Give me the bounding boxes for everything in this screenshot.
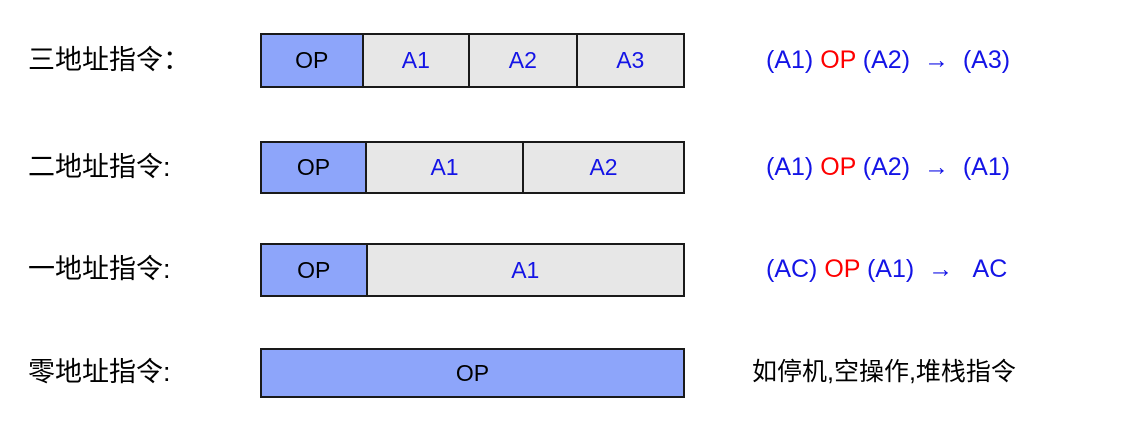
expr-destination-2: (A1) [948, 153, 1011, 181]
expr-opcode-1: OP [820, 46, 856, 74]
address-field-r1-c4: A3 [577, 35, 683, 86]
expression-2: (A1) OP (A2) → (A1) [766, 155, 1010, 180]
expr-operand-1-1: (A1) [766, 46, 821, 74]
instruction-row-4: 零地址指令: OP 如停机,空操作,堆栈指令 [0, 348, 1122, 398]
expr-opcode-2: OP [820, 153, 856, 181]
expression-1: (A1) OP (A2) → (A3) [766, 48, 1010, 73]
expr-operand-2-2: (A2) [855, 153, 924, 181]
expr-operand-1-3: (AC) [766, 255, 825, 283]
opcode-field-r3-c1: OP [262, 245, 368, 295]
opcode-field-r1-c1: OP [262, 35, 364, 86]
row-label-3: 一地址指令: [28, 254, 171, 284]
expr-opcode-3: OP [824, 255, 860, 283]
arrow-icon-3: → [928, 255, 954, 283]
address-field-r3-c2: A1 [367, 245, 683, 295]
expression-3: (AC) OP (A1) → AC [766, 257, 1007, 282]
address-field-r1-c2: A1 [363, 35, 471, 86]
row-label-1: 三地址指令： [28, 45, 190, 75]
expr-destination-3: AC [953, 255, 1008, 283]
opcode-field-r2-c1: OP [262, 143, 368, 192]
expression-note-4: 如停机,空操作,堆栈指令 [752, 358, 1016, 386]
expr-operand-2-1: (A2) [855, 46, 924, 74]
instruction-bar-4: OP [260, 348, 685, 398]
address-field-r2-c3: A2 [524, 143, 684, 192]
address-field-r2-c2: A1 [367, 143, 525, 192]
arrow-icon-1: → [923, 46, 949, 74]
expr-operand-1-2: (A1) [766, 153, 821, 181]
opcode-field-r4-c1: OP [262, 350, 683, 396]
arrow-icon-2: → [923, 153, 949, 181]
row-label-4: 零地址指令: [28, 357, 171, 387]
row-label-2: 二地址指令: [28, 152, 171, 182]
expr-operand-2-3: (A1) [860, 255, 929, 283]
expr-destination-1: (A3) [948, 46, 1011, 74]
address-field-r1-c3: A2 [470, 35, 578, 86]
